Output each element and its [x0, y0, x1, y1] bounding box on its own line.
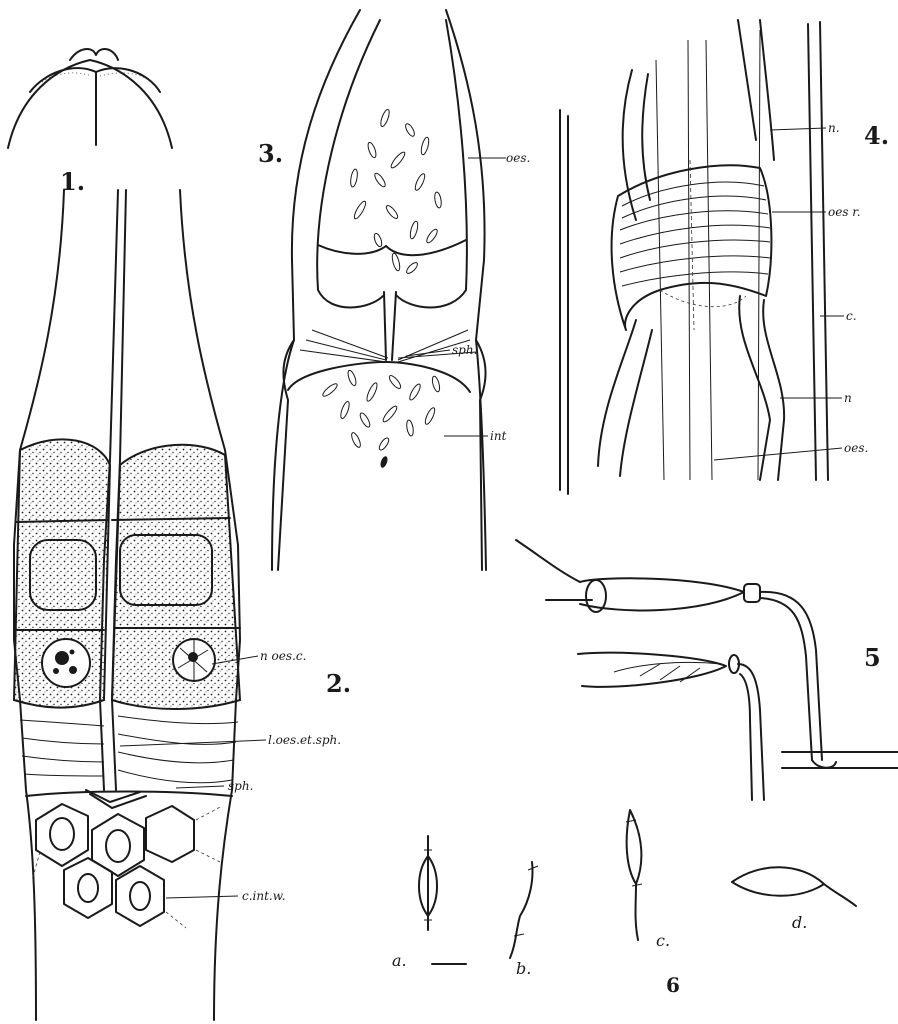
label-int-fig3: int [490, 429, 507, 443]
figure-1-head: 1. [8, 49, 172, 196]
label-oes-fig3: oes. [506, 151, 530, 165]
label-oes-fig4: oes. [844, 441, 868, 455]
nucleus-right [173, 639, 215, 681]
figure-6-number: 6 [666, 973, 680, 997]
label-l-oes-et-sph: l.oes.et.sph. [268, 733, 341, 747]
label-c-int-w: c.int.w. [242, 889, 285, 903]
figure-5-sensory-organs: 5 [516, 540, 898, 800]
label-fig6-b: b. [516, 959, 531, 978]
label-n-top-fig4: n. [828, 121, 840, 135]
figure-6-cells: a. b. c. d. 6 [392, 810, 856, 997]
label-fig6-d: d. [792, 913, 807, 932]
label-c-fig4: c. [846, 309, 857, 323]
label-fig6-c: c. [656, 931, 670, 950]
figure-5-number: 5 [864, 643, 881, 672]
nucleus-left [42, 639, 90, 687]
label-sph-fig3: sph. [452, 343, 477, 357]
label-n-bottom-fig4: n [844, 391, 852, 405]
figure-3-number: 3. [258, 139, 283, 168]
figure-4-nerve-ring: n. oes r. c. n oes. 4. [560, 20, 889, 494]
label-oes-r-fig4: oes r. [828, 205, 861, 219]
fig3-contents [321, 109, 442, 469]
figure-2-oesophagus: n oes.c. l.oes.et.sph. sph. c.int.w. 2. [14, 190, 351, 1020]
label-sph-fig2: sph. [228, 779, 253, 793]
figure-2-number: 2. [326, 669, 351, 698]
label-fig6-a: a. [392, 951, 407, 970]
figure-3-junction: oes. sph. int 3. [258, 10, 530, 570]
label-n-oes-c: n oes.c. [260, 649, 306, 663]
figure-4-number: 4. [864, 121, 889, 150]
